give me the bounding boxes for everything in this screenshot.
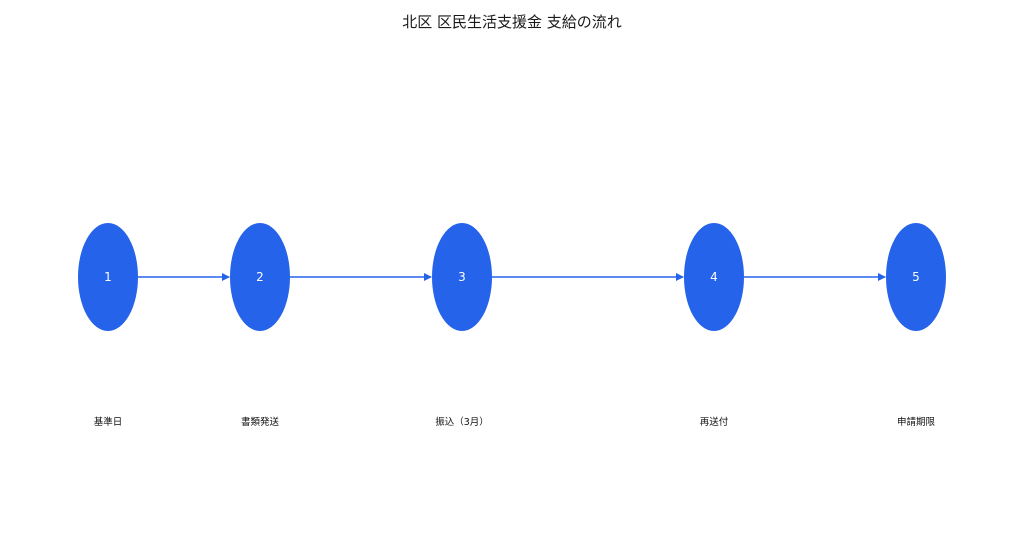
- step-node-5: 5: [886, 223, 946, 331]
- step-label-5: 申請期限: [896, 417, 935, 428]
- step-number: 5: [912, 270, 920, 284]
- step-node-1: 1: [78, 223, 138, 331]
- step-number: 3: [458, 270, 466, 284]
- step-node-2: 2: [230, 223, 290, 331]
- step-label-3: 振込（3月）: [435, 417, 489, 428]
- step-label-1: 基準日: [93, 417, 123, 428]
- step-node-shape: [230, 223, 290, 331]
- step-node-shape: [432, 223, 492, 331]
- step-node-shape: [78, 223, 138, 331]
- diagram-title: 北区 区民生活支援金 支給の流れ: [402, 13, 622, 31]
- step-number: 1: [104, 270, 112, 284]
- step-node-shape: [886, 223, 946, 331]
- step-node-4: 4: [684, 223, 744, 331]
- step-node-shape: [684, 223, 744, 331]
- step-number: 2: [256, 270, 264, 284]
- step-label-2: 書類発送: [240, 417, 279, 428]
- step-label-4: 再送付: [699, 417, 729, 428]
- step-node-3: 3: [432, 223, 492, 331]
- step-number: 4: [710, 270, 718, 284]
